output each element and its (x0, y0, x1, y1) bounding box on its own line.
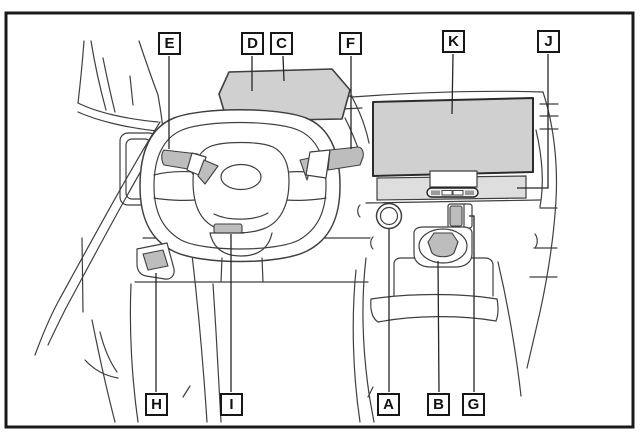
small-switch-pair-shape (447, 203, 473, 229)
dial-knob-shape (427, 232, 459, 258)
multimedia-display-shape (372, 97, 534, 177)
callout-label-b: B (427, 393, 450, 416)
a-pillar-and-door-lines (34, 40, 167, 423)
tray-button-strip (426, 187, 479, 198)
callout-leader-lines (155, 53, 549, 393)
tray-recess-shape (429, 170, 478, 188)
column-lever (209, 223, 245, 234)
lower-dash-switch-shape (142, 249, 169, 271)
center-stack (357, 199, 541, 250)
column-lever-shape (213, 223, 243, 234)
shift-dial (413, 226, 473, 268)
callout-label-h: H (145, 393, 168, 416)
callout-label-k: K (442, 30, 465, 53)
control-stalks (161, 146, 364, 185)
callout-label-c: C (270, 32, 293, 55)
callout-label-i: I (220, 393, 243, 416)
callout-label-f: F (339, 32, 362, 55)
callout-label-d: D (241, 32, 264, 55)
callout-label-e: E (158, 32, 181, 55)
callout-label-g: G (462, 393, 485, 416)
callout-label-a: A (377, 393, 400, 416)
steering-wheel-emblem-shape (220, 163, 262, 191)
right-stalk-shape (327, 146, 364, 171)
lower-dash-switch (136, 242, 175, 280)
callout-label-j: J (537, 30, 560, 53)
round-power-switch-shape (375, 202, 403, 230)
diagram-border-frame (4, 11, 635, 429)
